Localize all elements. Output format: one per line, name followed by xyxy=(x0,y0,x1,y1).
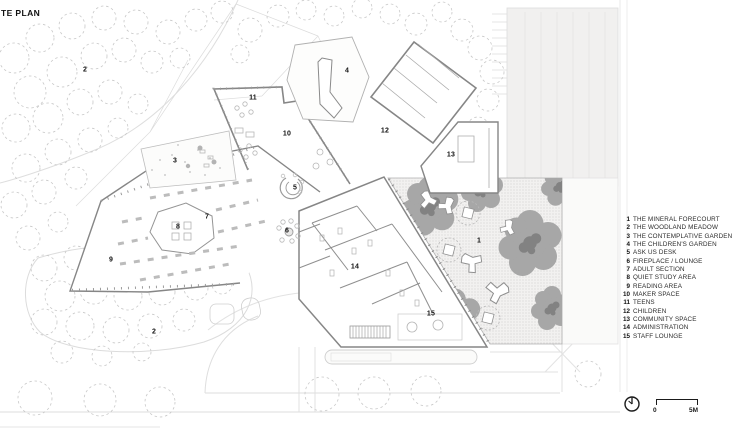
plan-marker-14: 14 xyxy=(350,263,360,271)
building-layer xyxy=(69,36,499,348)
plan-marker-3: 3 xyxy=(172,157,178,165)
plan-marker-6: 6 xyxy=(284,227,290,235)
north-arrow-icon xyxy=(624,396,640,412)
plan-marker-11: 11 xyxy=(249,94,257,102)
plan-marker-12: 12 xyxy=(380,127,390,135)
plan-marker-8: 8 xyxy=(175,223,181,231)
plan-marker-1: 1 xyxy=(476,237,482,245)
contemplative-garden xyxy=(140,130,237,189)
plan-marker-9: 9 xyxy=(108,256,114,264)
scale-bar xyxy=(656,399,698,405)
mineral-forecourt xyxy=(387,177,619,345)
scale-max-label: 5M xyxy=(689,407,699,414)
furniture-layer xyxy=(117,101,478,365)
plan-marker-13: 13 xyxy=(446,151,456,159)
plan-marker-10: 10 xyxy=(282,130,292,138)
plan-marker-4: 4 xyxy=(344,67,350,75)
parking-area xyxy=(492,7,619,187)
plan-marker-2-bottom: 2 xyxy=(151,328,157,336)
plan-marker-7: 7 xyxy=(204,213,210,221)
plan-marker-5: 5 xyxy=(292,184,298,192)
plan-marker-2-top: 2 xyxy=(82,66,88,74)
page-title: TE PLAN xyxy=(1,8,41,18)
plan-marker-15: 15 xyxy=(426,310,436,318)
scale-zero-label: 0 xyxy=(653,407,657,414)
